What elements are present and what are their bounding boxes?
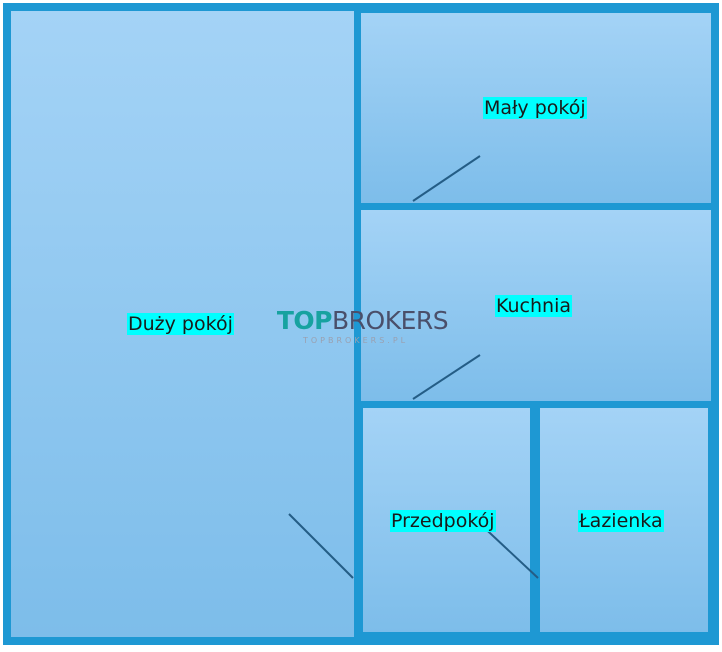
- door-line-duzy-pokoj: [288, 513, 354, 579]
- topbrokers-watermark: TOPBROKERS TOPBROKERS.PL: [275, 306, 450, 345]
- door-line-kuchnia: [412, 354, 481, 400]
- watermark-logo: TOPBROKERS: [275, 306, 450, 336]
- watermark-url: TOPBROKERS.PL: [303, 336, 409, 345]
- room-label-lazienka: Łazienka: [578, 510, 664, 532]
- room-label-kuchnia: Kuchnia: [495, 295, 573, 317]
- watermark-logo-brokers: BROKERS: [332, 306, 449, 335]
- watermark-logo-top: TOP: [276, 306, 333, 335]
- room-label-przedpokoj: Przedpokój: [390, 510, 496, 532]
- room-label-maly-pokoj: Mały pokój: [483, 97, 587, 119]
- room-label-duzy-pokoj: Duży pokój: [127, 313, 234, 335]
- door-line-maly-pokoj: [412, 155, 481, 202]
